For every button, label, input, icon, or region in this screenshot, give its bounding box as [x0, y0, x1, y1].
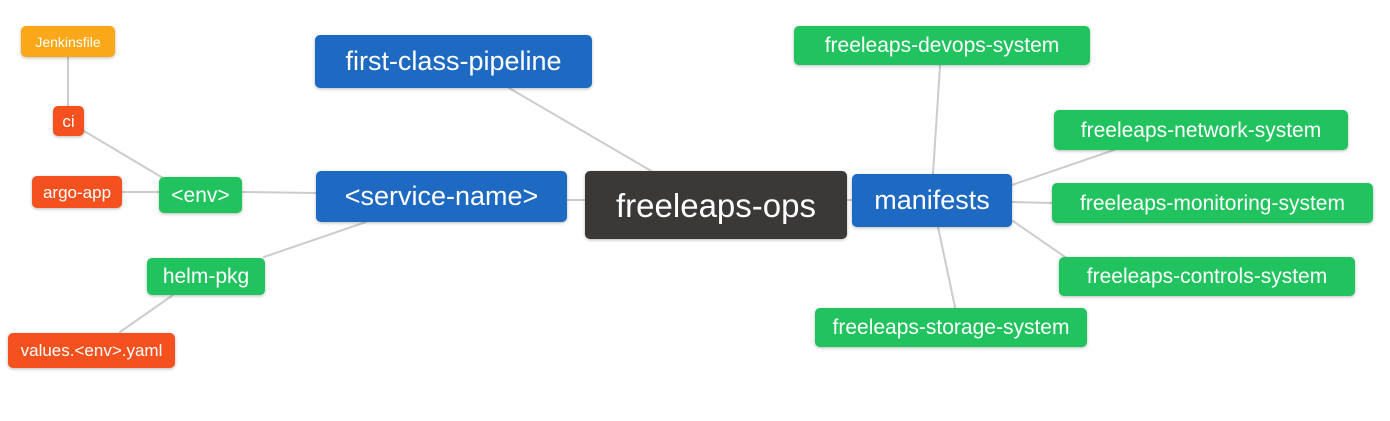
- node-values-env-yaml[interactable]: values.<env>.yaml: [8, 333, 175, 368]
- node-label: freeleaps-storage-system: [832, 316, 1070, 339]
- node-freeleaps-network-system[interactable]: freeleaps-network-system: [1054, 110, 1348, 150]
- node-label: freeleaps-network-system: [1080, 118, 1322, 142]
- edge-manifests--freeleaps-network-system: [1011, 149, 1115, 186]
- node-label: freeleaps-devops-system: [824, 34, 1060, 57]
- node-ci[interactable]: ci: [53, 106, 84, 136]
- node-label: manifests: [874, 185, 990, 215]
- edge-manifests--freeleaps-controls-system: [1012, 220, 1069, 260]
- node-argo-app[interactable]: argo-app: [32, 176, 122, 208]
- edge-manifests--freeleaps-monitoring-system: [1011, 201, 1053, 204]
- node-label: first-class-pipeline: [345, 46, 562, 76]
- edge-manifests--freeleaps-devops-system: [932, 65, 941, 175]
- node-label: Jenkinsfile: [35, 33, 101, 50]
- node-freeleaps-monitoring-system[interactable]: freeleaps-monitoring-system: [1052, 183, 1373, 223]
- node-first-class-pipeline[interactable]: first-class-pipeline: [315, 35, 592, 88]
- node-label: <env>: [171, 183, 230, 207]
- node-label: freeleaps-controls-system: [1086, 265, 1328, 288]
- node-label: freeleaps-ops: [616, 186, 816, 224]
- node-label: helm-pkg: [162, 265, 250, 288]
- node-freeleaps-devops-system[interactable]: freeleaps-devops-system: [794, 26, 1090, 65]
- edge-helm-pkg--values-env-yaml: [119, 294, 174, 333]
- node-label: <service-name>: [344, 181, 539, 211]
- edge-manifests--freeleaps-storage-system: [937, 226, 956, 308]
- node-service-name[interactable]: <service-name>: [316, 171, 567, 222]
- node-label: values.<env>.yaml: [20, 341, 163, 360]
- edge-ci--env: [83, 130, 169, 182]
- node-helm-pkg[interactable]: helm-pkg: [147, 258, 265, 295]
- node-label: freeleaps-monitoring-system: [1080, 191, 1345, 215]
- edge-first-class-pipeline--freeleaps-ops: [508, 87, 654, 173]
- edge-service-name--helm-pkg: [263, 221, 367, 258]
- node-label: ci: [62, 111, 75, 131]
- node-freeleaps-ops[interactable]: freeleaps-ops: [585, 171, 847, 239]
- node-freeleaps-storage-system[interactable]: freeleaps-storage-system: [815, 308, 1087, 347]
- node-jenkinsfile[interactable]: Jenkinsfile: [21, 26, 115, 57]
- node-label: argo-app: [42, 182, 112, 202]
- node-env[interactable]: <env>: [159, 177, 242, 213]
- node-freeleaps-controls-system[interactable]: freeleaps-controls-system: [1059, 257, 1355, 296]
- node-manifests[interactable]: manifests: [852, 174, 1012, 227]
- edge-env--service-name: [241, 191, 317, 194]
